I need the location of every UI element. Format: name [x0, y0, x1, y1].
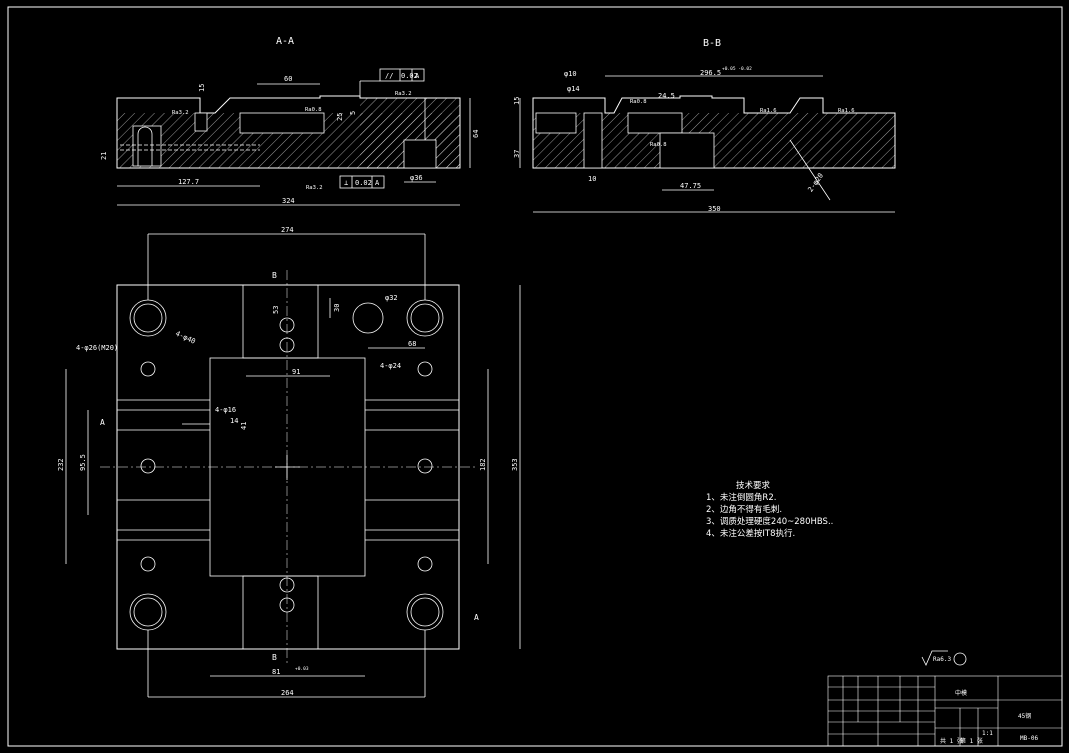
plan-mark-a1: A [100, 418, 105, 427]
bb-roughness-3: Ra1.6 [838, 108, 855, 114]
plan-callout-24: 4-φ24 [380, 362, 401, 370]
aa-dim-324: 324 [282, 197, 295, 205]
aa-roughness-4: Ra3.2 [306, 185, 323, 191]
general-roughness-value: Ra6.3 [933, 656, 951, 663]
bb-dim-20: 2-φ20 [806, 172, 825, 194]
aa-roughness-1: Ra3.2 [172, 110, 189, 116]
bb-roughness-4: Ra0.8 [650, 142, 667, 148]
title-sheet: 第 1 张 [960, 737, 983, 745]
plan-dim-91: 91 [292, 368, 300, 376]
tech-note-3: 3、调质处理硬度240~280HBS.. [706, 517, 834, 527]
plan-view [65, 233, 521, 698]
aa-dim-36: φ36 [410, 174, 423, 182]
title-drawing-no: MB-06 [1020, 735, 1038, 742]
section-aa-view: A-A [116, 36, 471, 206]
plan-dim-53: 53 [272, 306, 280, 314]
technical-requirements: 技术要求 1、未注倒圆角R2. 2、边角不得有毛刺. 3、调质处理硬度240~2… [706, 480, 833, 540]
bb-dim-2965-tol: +0.05 -0.02 [722, 66, 752, 72]
plan-mark-b1: B [272, 271, 277, 280]
section-bb-view: B-B [519, 38, 896, 213]
roughness-check-icon [953, 652, 967, 666]
tech-note-2: 2、边角不得有毛刺. [706, 505, 783, 515]
plan-dim-14: 14 [230, 417, 238, 425]
plan-mark-b2: B [272, 653, 277, 662]
tech-note-4: 4、未注公差按IT8执行. [706, 529, 796, 539]
tech-notes-title: 技术要求 [736, 481, 771, 491]
plan-dim-tol: +0.03 [295, 666, 309, 672]
aa-dim-1277: 127.7 [178, 178, 199, 186]
bb-dim-14: φ14 [567, 85, 580, 93]
aa-dim-25: 25 [336, 113, 344, 121]
drawing-border [7, 6, 1063, 747]
title-part-name: 中模 [955, 689, 967, 697]
title-material: 45钢 [1018, 712, 1031, 720]
title-sheets-total: 共 1 张 [940, 737, 963, 745]
plan-dim-274: 274 [281, 226, 294, 234]
aa-fc-top-value: 0.02 [401, 72, 418, 80]
plan-dim-81: 81 [272, 668, 280, 676]
plan-dim-68: 68 [408, 340, 416, 348]
bb-dim-350: 350 [708, 205, 721, 213]
title-block-text: 中模 45钢 MB-06 1:1 共 1 张 第 1 张 [940, 689, 1038, 745]
general-roughness: Ra6.3 [921, 650, 967, 666]
section-bb-title: B-B [703, 38, 721, 49]
aa-dim-21: 21 [100, 152, 108, 160]
aa-dim-15: 15 [198, 84, 206, 92]
plan-callout-16: 4-φ16 [215, 406, 236, 414]
plan-dim-41: 41 [240, 422, 248, 430]
aa-fc-bot-symbol: ⊥ [344, 179, 348, 187]
section-aa-title: A-A [276, 36, 294, 47]
aa-fc-top-datum: A [415, 72, 420, 80]
tech-note-1: 1、未注倒圆角R2. [706, 493, 777, 503]
bb-dim-37: 37 [513, 150, 521, 158]
plan-mark-a2: A [474, 613, 479, 622]
plan-callout-26: 4-φ26(M20) [76, 344, 118, 352]
aa-dim-60: 60 [284, 75, 292, 83]
title-block [827, 675, 1063, 747]
aa-roughness-3: Ra3.2 [395, 91, 412, 97]
plan-dim-30: 30 [333, 304, 341, 312]
bb-dim-15: 15 [513, 97, 521, 105]
plan-dim-232: 232 [57, 458, 65, 471]
plan-view-labels: 274 264 81 +0.03 232 95.5 182 353 68 30 … [57, 226, 519, 697]
plan-dim-264: 264 [281, 689, 294, 697]
aa-fc-top-symbol: // [385, 72, 393, 80]
title-scale: 1:1 [982, 730, 993, 737]
bb-dim-10: φ10 [564, 70, 577, 78]
aa-dim-5: 5 [349, 111, 357, 115]
bb-dim-4775: 47.75 [680, 182, 701, 190]
bb-dim-2965: 296.5 [700, 69, 721, 77]
aa-fc-bot-datum: A [375, 179, 380, 187]
plan-dim-955: 95.5 [79, 454, 87, 471]
aa-dim-64: 64 [472, 130, 480, 138]
bb-dim-245: 24.5 [658, 92, 675, 100]
plan-dim-182: 182 [479, 458, 487, 471]
bb-roughness-1: Ra0.8 [630, 99, 647, 105]
plan-callout-40: 4-φ40 [174, 330, 196, 346]
bb-dim-10b: 10 [588, 175, 596, 183]
plan-dim-32: φ32 [385, 294, 398, 302]
aa-roughness-2: Ra0.8 [305, 107, 322, 113]
plan-dim-353: 353 [511, 458, 519, 471]
section-aa-labels: 60 127.7 324 64 21 15 5 25 φ36 // 0.02 A… [100, 72, 480, 205]
bb-roughness-2: Ra1.6 [760, 108, 777, 114]
aa-fc-bot-value: 0.02 [355, 179, 372, 187]
